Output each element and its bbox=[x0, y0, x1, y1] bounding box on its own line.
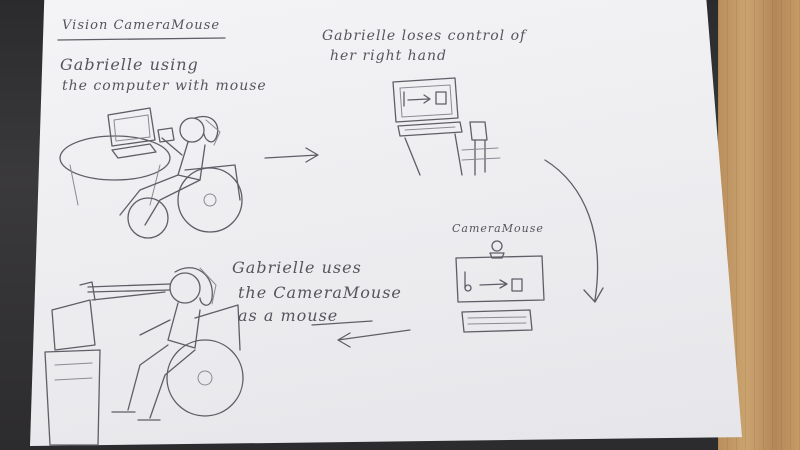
panel4-sketch-person-wheelchair bbox=[111, 267, 244, 421]
panel4-caption-line1: Gabrielle uses bbox=[232, 258, 362, 277]
panel2-sketch-monitor bbox=[392, 77, 463, 176]
panel2-caption-line2: her right hand bbox=[330, 48, 448, 64]
panel2-caption-line1: Gabrielle loses control of bbox=[322, 28, 527, 44]
panel4-caption-line3: as a mouse bbox=[238, 306, 339, 325]
panel2-sketch-hand bbox=[461, 121, 501, 176]
arrow-panel2-to-panel3 bbox=[544, 159, 604, 303]
paper-sheet bbox=[30, 0, 742, 446]
arrow-panel3-to-panel4 bbox=[337, 329, 411, 348]
title-underline bbox=[57, 37, 226, 41]
panel3-caption: CameraMouse bbox=[452, 222, 544, 235]
drawing-title: Vision CameraMouse bbox=[62, 18, 221, 33]
panel4-sketch-desk-monitor bbox=[44, 281, 171, 446]
panel1-caption-line2: the computer with mouse bbox=[62, 78, 267, 94]
panel1-sketch-person-wheelchair bbox=[119, 115, 243, 239]
panel3-sketch-camera-monitor bbox=[455, 240, 545, 333]
arrow-panel1-to-panel2 bbox=[264, 147, 319, 163]
panel1-caption-line1: Gabrielle using bbox=[60, 55, 199, 74]
panel1-sketch-desk-computer bbox=[59, 107, 175, 206]
panel4-caption-line2: the CameraMouse bbox=[238, 283, 402, 302]
mouse-underline bbox=[311, 320, 373, 326]
